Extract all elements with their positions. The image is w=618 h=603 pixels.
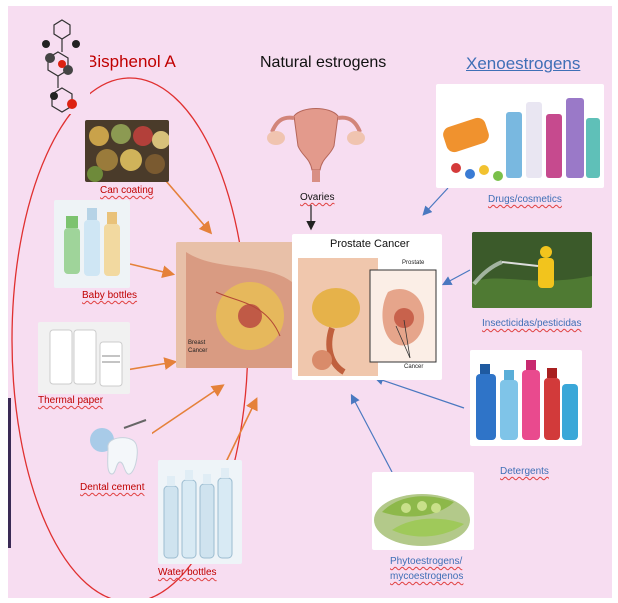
drugs-cosmetics-label[interactable]: Drugs/cosmetics [488, 194, 562, 205]
bisphenol-molecule-image [32, 14, 90, 114]
dental-cement-label: Dental cement [80, 482, 144, 493]
detergents-image [470, 350, 582, 446]
arrow-thermal-to-breast [126, 362, 174, 370]
arrow-water-to-breast [226, 400, 256, 462]
can-coating-image [85, 120, 169, 182]
uterus-ovaries-image [264, 92, 368, 184]
natural-estrogens-title: Natural estrogens [260, 54, 386, 72]
xenoestrogens-title[interactable]: Xenoestrogens [466, 54, 580, 74]
prostate-cancer-panel: Prostate Cancer Prostate Cancer [292, 234, 442, 380]
bisphenol-title: Bisphenol A [86, 52, 176, 72]
water-bottles-image [158, 460, 242, 564]
phytoestrogens-label-line1[interactable]: Phytoestrogens/ [390, 556, 462, 567]
slide-background: Bisphenol A Natural estrogens Xenoestrog… [8, 6, 612, 598]
phytoestrogens-label-line2[interactable]: mycoestrogenos [390, 571, 463, 582]
prostate-cancer-small-label: Cancer [404, 364, 423, 370]
thermal-paper-label: Thermal paper [38, 395, 103, 406]
arrow-dental-to-breast [148, 386, 222, 436]
water-bottles-label: Water bottles [158, 567, 217, 578]
insecticides-image [472, 232, 592, 308]
can-coating-label: Can coating [100, 185, 153, 196]
detergents-label[interactable]: Detergents [500, 466, 549, 477]
insecticides-label[interactable]: Insecticidas/pesticidas [482, 318, 582, 329]
arrow-drugs-to-prostate [424, 188, 448, 214]
thermal-paper-image [38, 322, 130, 394]
arrow-phyto-to-prostate [352, 396, 392, 472]
breast-cancer-label-line1: Breast [188, 340, 205, 346]
drugs-cosmetics-image [436, 84, 604, 188]
arrow-insect-to-prostate [444, 270, 470, 284]
arrow-baby-to-breast [130, 264, 172, 274]
dental-cement-image [84, 418, 152, 480]
arrow-detergents-to-prostate [376, 378, 464, 408]
baby-bottles-label: Baby bottles [82, 290, 137, 301]
arrow-can-to-breast [160, 174, 210, 232]
ovaries-label: Ovaries [300, 192, 334, 203]
phytoestrogens-image [372, 472, 474, 550]
breast-cancer-label-line2: Cancer [188, 348, 207, 354]
breast-cancer-image: Breast Cancer [176, 242, 296, 368]
prostate-label: Prostate [402, 260, 424, 266]
baby-bottles-image [54, 200, 130, 288]
